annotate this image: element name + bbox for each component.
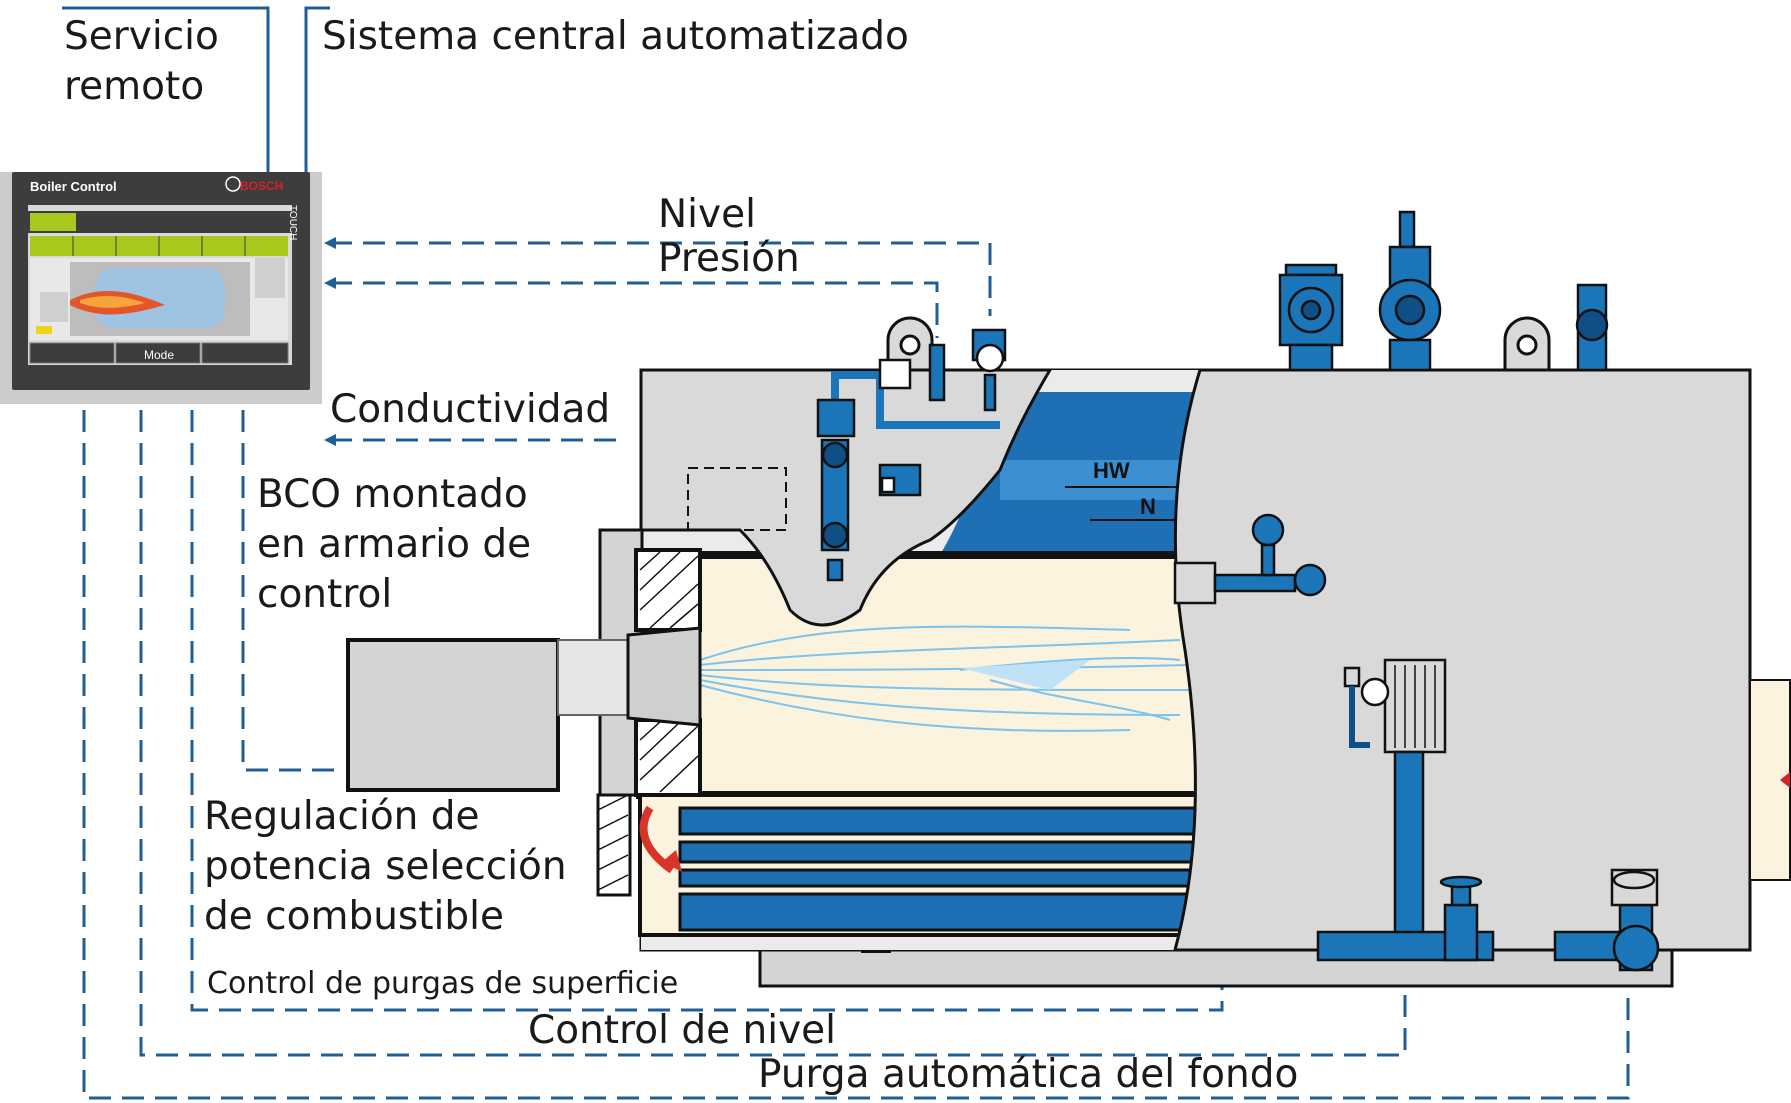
safety-valve <box>1378 210 1442 372</box>
burner-tube <box>557 639 629 716</box>
rear-door <box>1749 679 1791 881</box>
power-line3: de combustible <box>204 894 504 939</box>
flow-arrow <box>639 805 675 874</box>
main-steam-valve <box>1278 263 1344 372</box>
dashed-box <box>687 467 787 531</box>
boiler-front-shell <box>1173 368 1752 952</box>
central-system-label: Sistema central automatizado <box>322 14 909 59</box>
hmi-title: Boiler Control <box>30 179 117 194</box>
bco-line3: control <box>257 572 393 617</box>
conductivity-label: Conductividad <box>330 387 611 432</box>
central-system-line <box>304 6 330 172</box>
lifting-lugs <box>886 316 1551 372</box>
boiler-base <box>758 948 1674 988</box>
hmi-touch-label: TOUCH <box>287 205 298 241</box>
hmi-mode-button[interactable]: Mode <box>144 348 175 362</box>
hmi-panel <box>0 172 322 404</box>
burner-body <box>346 638 560 792</box>
rear-hatch-lines <box>597 794 629 891</box>
tube-bank <box>638 793 1212 937</box>
bottom-blowdown-label: Purga automática del fondo <box>758 1052 1299 1097</box>
remote-service-line2: remoto <box>64 64 205 109</box>
arrow-heads <box>324 237 336 446</box>
refractory-hatch <box>639 551 699 793</box>
side-valve <box>1173 513 1327 605</box>
bottom-blowdown-line <box>82 410 1630 1100</box>
bco-signal-line <box>241 410 340 772</box>
burner-nozzle <box>626 626 702 727</box>
bosch-logo-icon <box>225 176 241 192</box>
grid-icon <box>30 213 76 231</box>
level-control-label: Control de nivel <box>528 1008 836 1053</box>
n-level-label: N <box>1140 494 1156 519</box>
remote-service-line1: Servicio <box>64 14 219 59</box>
hw-level-label: HW <box>1093 458 1130 483</box>
surface-blowdown-label: Control de purgas de superficie <box>207 966 679 1001</box>
furnace <box>636 551 1214 799</box>
flame-core <box>960 660 1090 690</box>
pressure-signal-line <box>330 241 992 316</box>
bco-label: BCO montado en armario de control <box>257 470 531 620</box>
bco-line1: BCO montado <box>257 472 528 517</box>
power-regulation-label: Regulación de potencia selección de comb… <box>204 792 567 942</box>
level-signal-line <box>330 281 939 338</box>
level-gauge <box>816 328 1007 582</box>
power-line2: potencia selección <box>204 844 567 889</box>
remote-service-line <box>62 6 270 172</box>
rear-hatch <box>596 793 632 897</box>
water-band <box>1000 460 1195 500</box>
level-label: Nivel <box>658 192 756 237</box>
flame <box>699 625 1191 732</box>
feed-pump <box>1343 658 1447 952</box>
bco-line2: en armario de <box>257 522 532 567</box>
vent-valve <box>1575 283 1609 372</box>
pressure-label: Presión <box>658 236 800 281</box>
hmi-brand: BOSCH <box>240 179 284 193</box>
rear-indicator <box>1780 772 1790 788</box>
remote-service-label: Servicio remoto <box>64 12 219 112</box>
power-line1: Regulación de <box>204 794 480 839</box>
blowdown-piping <box>1316 868 1660 972</box>
